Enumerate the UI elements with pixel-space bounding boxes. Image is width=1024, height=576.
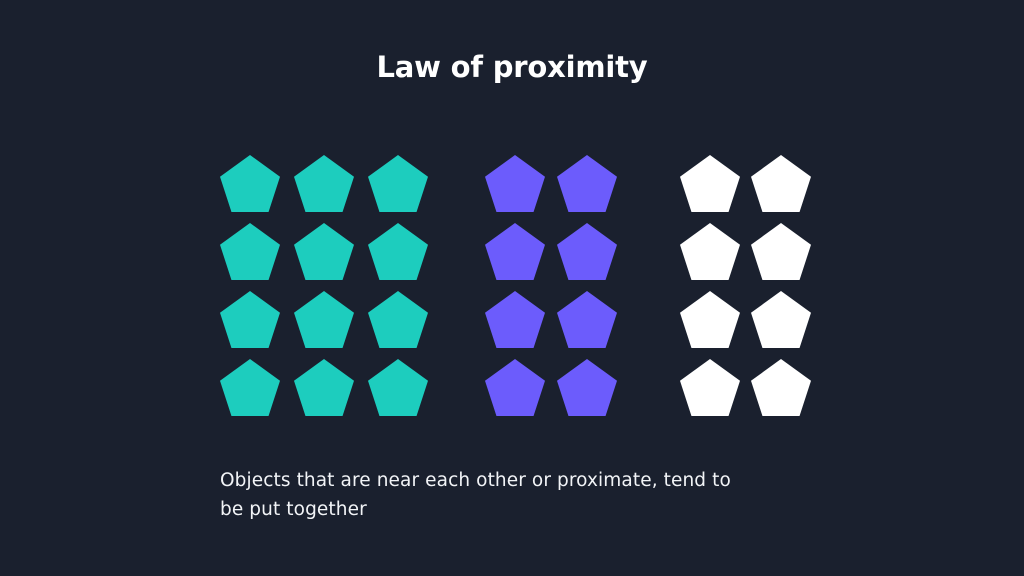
pentagon-icon xyxy=(751,223,811,280)
pentagon-icon xyxy=(294,291,354,348)
pentagon-icon xyxy=(485,223,545,280)
pentagon-icon xyxy=(485,155,545,212)
pentagon-icon xyxy=(751,359,811,416)
pentagon-icon xyxy=(485,359,545,416)
pentagon-icon xyxy=(680,155,740,212)
pentagon-icon xyxy=(557,155,617,212)
caption-line: be put together xyxy=(220,498,367,520)
pentagon-icon xyxy=(220,155,280,212)
pentagon-icon xyxy=(294,223,354,280)
caption-text: Objects that are near each other or prox… xyxy=(220,467,820,524)
pentagon-icon xyxy=(368,155,428,212)
pentagon-icon xyxy=(680,223,740,280)
pentagon-icon xyxy=(368,291,428,348)
pentagon-icon xyxy=(680,291,740,348)
pentagon-icon xyxy=(680,359,740,416)
pentagon-icon xyxy=(557,223,617,280)
pentagon-icon xyxy=(294,359,354,416)
pentagon-icon xyxy=(220,223,280,280)
caption-line: Objects that are near each other or prox… xyxy=(220,470,731,491)
pentagon-icon xyxy=(485,291,545,348)
pentagon-icon xyxy=(751,291,811,348)
pentagon-icon xyxy=(220,291,280,348)
pentagon-icon xyxy=(557,359,617,416)
pentagon-icon xyxy=(751,155,811,212)
pentagon-icon xyxy=(368,223,428,280)
pentagon-icon xyxy=(557,291,617,348)
page-title: Law of proximity xyxy=(376,50,648,84)
pentagon-icon xyxy=(368,359,428,416)
pentagon-icon xyxy=(220,359,280,416)
pentagon-icon xyxy=(294,155,354,212)
